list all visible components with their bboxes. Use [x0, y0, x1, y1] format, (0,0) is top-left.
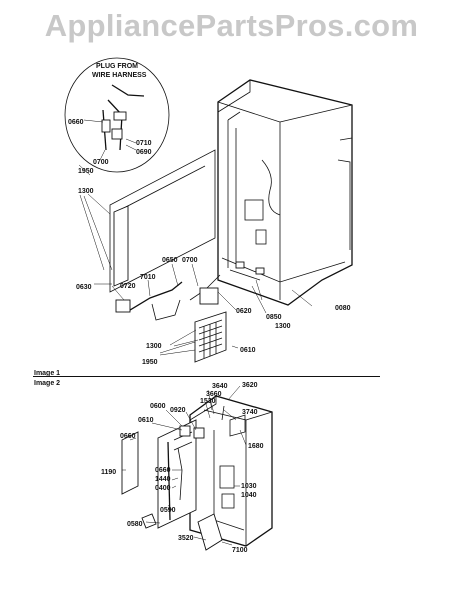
callout-label-line1: PLUG FROM: [96, 63, 138, 70]
part-0710: 0710: [136, 140, 152, 147]
part2-0590: 0590: [160, 507, 176, 514]
refrigerator-cabinet-1: [217, 79, 353, 306]
rear-panel: [109, 149, 216, 293]
watermark: AppliancePartsPros.com: [44, 8, 419, 43]
leaders-image1: [79, 193, 313, 356]
part2-3660: 3660: [206, 391, 222, 398]
part-1300: 1300: [78, 188, 94, 195]
part2-0920: 0920: [170, 407, 186, 414]
part-0850: 0850: [266, 314, 282, 321]
part2-0600: 0600: [150, 403, 166, 410]
part2-3740: 3740: [242, 409, 258, 416]
plug-part: [115, 299, 131, 313]
part2-1030: 1030: [241, 483, 257, 490]
part2-0610: 0610: [138, 417, 154, 424]
callout-detail: PLUG FROM WIRE HARNESS: [64, 57, 170, 173]
part-1950: 1950: [78, 168, 94, 175]
part2-0580: 0580: [127, 521, 143, 528]
part2-0400: 0400: [155, 485, 171, 492]
part-1950-b: 1950: [142, 359, 158, 366]
part-1300-b: 1300: [275, 323, 291, 330]
section-label-image1: Image 1: [34, 370, 60, 377]
part-0610: 0610: [240, 347, 256, 354]
part-0080: 0080: [335, 305, 351, 312]
refrigerator-cabinet-2: [189, 395, 273, 547]
part2-1040: 1040: [241, 492, 257, 499]
part2-0660-b: 0660: [155, 467, 171, 474]
evaporator-panel: [157, 419, 205, 529]
part-0630: 0630: [76, 284, 92, 291]
part-0620: 0620: [236, 308, 252, 315]
part-0690: 0690: [136, 149, 152, 156]
section-label-image2: Image 2: [34, 380, 60, 387]
part-0650: 0650: [162, 257, 178, 264]
part2-1190: 1190: [101, 469, 116, 476]
leaders-image2: [122, 385, 247, 546]
part2-1680: 1680: [248, 443, 264, 450]
side-panel: [121, 431, 139, 495]
grille: [194, 311, 227, 363]
part2-7100: 7100: [232, 547, 248, 554]
bracket-part: [141, 513, 157, 529]
part2-1440: 1440: [155, 476, 171, 483]
part2-3620: 3620: [242, 382, 258, 389]
part2-0660-a: 0660: [120, 433, 136, 440]
part-7010: 7010: [140, 274, 156, 281]
part2-3520: 3520: [178, 535, 194, 542]
side-strip: [113, 205, 129, 287]
drain-pan: [197, 513, 223, 551]
part-0720: 0720: [120, 283, 136, 290]
part2-1530: 1530: [200, 398, 216, 405]
part-0700: 0700: [93, 159, 109, 166]
callout-label-line2: WIRE HARNESS: [92, 72, 147, 79]
part-0700-b: 0700: [182, 257, 198, 264]
part2-3640: 3640: [212, 383, 228, 390]
control-box: [199, 287, 219, 305]
part-0660: 0660: [68, 119, 84, 126]
part-1300-c: 1300: [146, 343, 162, 350]
